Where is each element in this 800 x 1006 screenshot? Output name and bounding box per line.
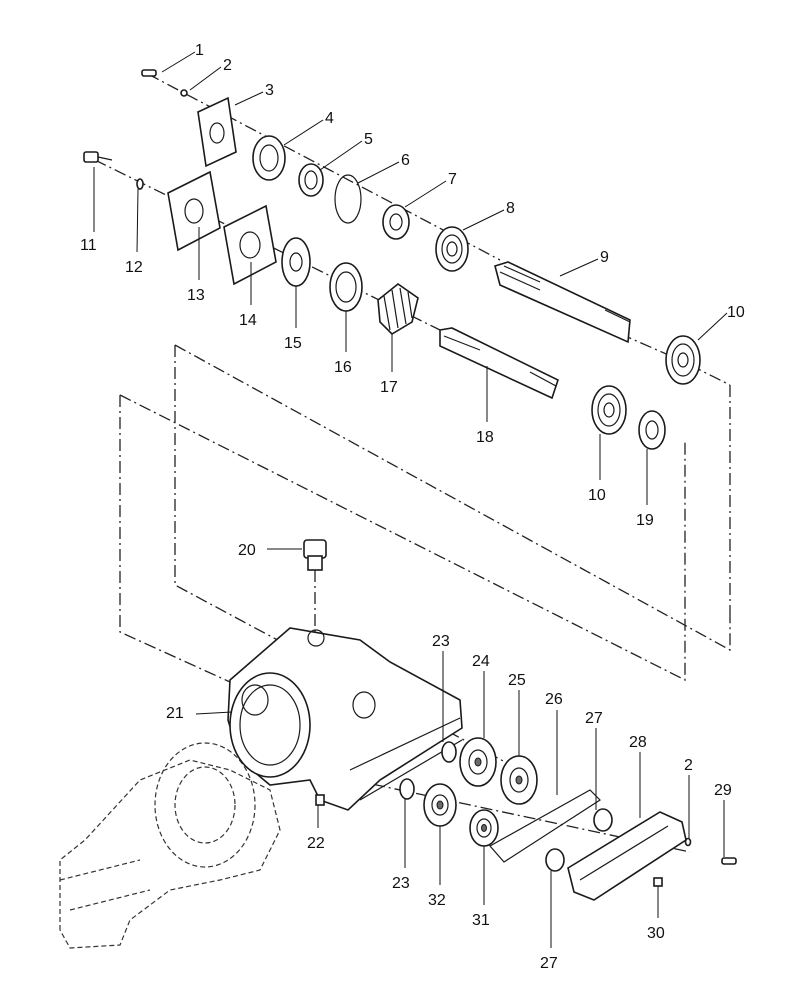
ring-part-23-upper: [441, 741, 457, 763]
shim-part-15: [281, 237, 311, 287]
bolt-part-30: [653, 877, 663, 887]
callout-22: 22: [307, 835, 325, 852]
callout-30: 30: [647, 925, 665, 942]
seal-part-5: [298, 163, 324, 197]
callout-labels: 1 2 3 4 5 6 7 8 9 10 11 12 13 14 15 16 1…: [80, 42, 745, 972]
callout-10-upper: 10: [727, 304, 745, 321]
bushing-part-27-upper: [593, 808, 613, 832]
callout-11: 11: [80, 237, 97, 254]
shaft-part-9: [494, 261, 631, 344]
bearing-part-16: [329, 262, 363, 312]
callout-13: 13: [187, 287, 205, 304]
flange-plate-part-3: [197, 96, 237, 168]
callout-31: 31: [472, 912, 490, 929]
ring-part-23-lower: [399, 778, 415, 800]
seal-part-4: [252, 135, 286, 181]
callout-23-lower: 23: [392, 875, 410, 892]
bushing-part-27-lower: [545, 848, 565, 872]
callout-20: 20: [238, 542, 256, 559]
callout-15: 15: [284, 335, 302, 352]
shim-part-7: [382, 204, 410, 240]
snap-ring-part-6: [334, 174, 362, 224]
bearing-part-8: [435, 226, 469, 272]
callout-29: 29: [714, 782, 732, 799]
callout-16: 16: [334, 359, 352, 376]
callout-10-lower: 10: [588, 487, 606, 504]
shaft-part-18: [439, 327, 559, 400]
callout-32: 32: [428, 892, 446, 909]
callout-12: 12: [125, 259, 143, 276]
callout-25: 25: [508, 672, 526, 689]
callout-23-upper: 23: [432, 633, 450, 650]
callout-3: 3: [265, 82, 274, 99]
callout-26: 26: [545, 691, 563, 708]
spur-gear-part-25: [500, 755, 538, 805]
washer-part-2-lower: [684, 837, 692, 847]
cover-plate-part-13: [167, 170, 221, 252]
washer-part-12: [136, 178, 144, 190]
callout-8: 8: [506, 200, 515, 217]
bolt-part-11: [83, 151, 113, 163]
spur-gear-part-24: [459, 737, 497, 787]
callout-17: 17: [380, 379, 398, 396]
bearing-part-10-lower: [591, 385, 627, 435]
bearing-part-10-upper: [665, 335, 701, 385]
callout-24: 24: [472, 653, 490, 670]
spur-gear-part-32: [423, 783, 457, 827]
shim-part-19: [638, 410, 666, 450]
gasket-part-14: [223, 204, 277, 286]
washer-part-2: [180, 89, 188, 97]
callout-27-lower: 27: [540, 955, 558, 972]
callout-6: 6: [401, 152, 410, 169]
callout-27-upper: 27: [585, 710, 603, 727]
callout-2: 2: [223, 57, 232, 74]
callout-19: 19: [636, 512, 654, 529]
callout-5: 5: [364, 131, 373, 148]
callout-18: 18: [476, 429, 494, 446]
cover-part-28: [567, 811, 687, 901]
callout-7: 7: [448, 171, 457, 188]
breather-plug-part-20: [303, 539, 327, 571]
bolt-part-29: [721, 857, 737, 865]
callout-1: 1: [195, 42, 204, 59]
gear-housing-part-21: [227, 627, 463, 811]
callout-28: 28: [629, 734, 647, 751]
leader-lines: [93, 51, 728, 948]
callout-9: 9: [600, 249, 609, 266]
callout-21: 21: [166, 705, 184, 722]
callout-14: 14: [239, 312, 257, 329]
gasket-part-26: [489, 789, 601, 863]
callout-2-lower: 2: [684, 757, 693, 774]
spur-gear-part-31: [469, 809, 499, 847]
callout-4: 4: [325, 110, 334, 127]
axle-ghost-outline: [59, 742, 281, 949]
bolt-part-1: [141, 69, 157, 77]
bevel-gear-part-17: [377, 283, 419, 336]
bolt-part-22: [315, 794, 325, 806]
